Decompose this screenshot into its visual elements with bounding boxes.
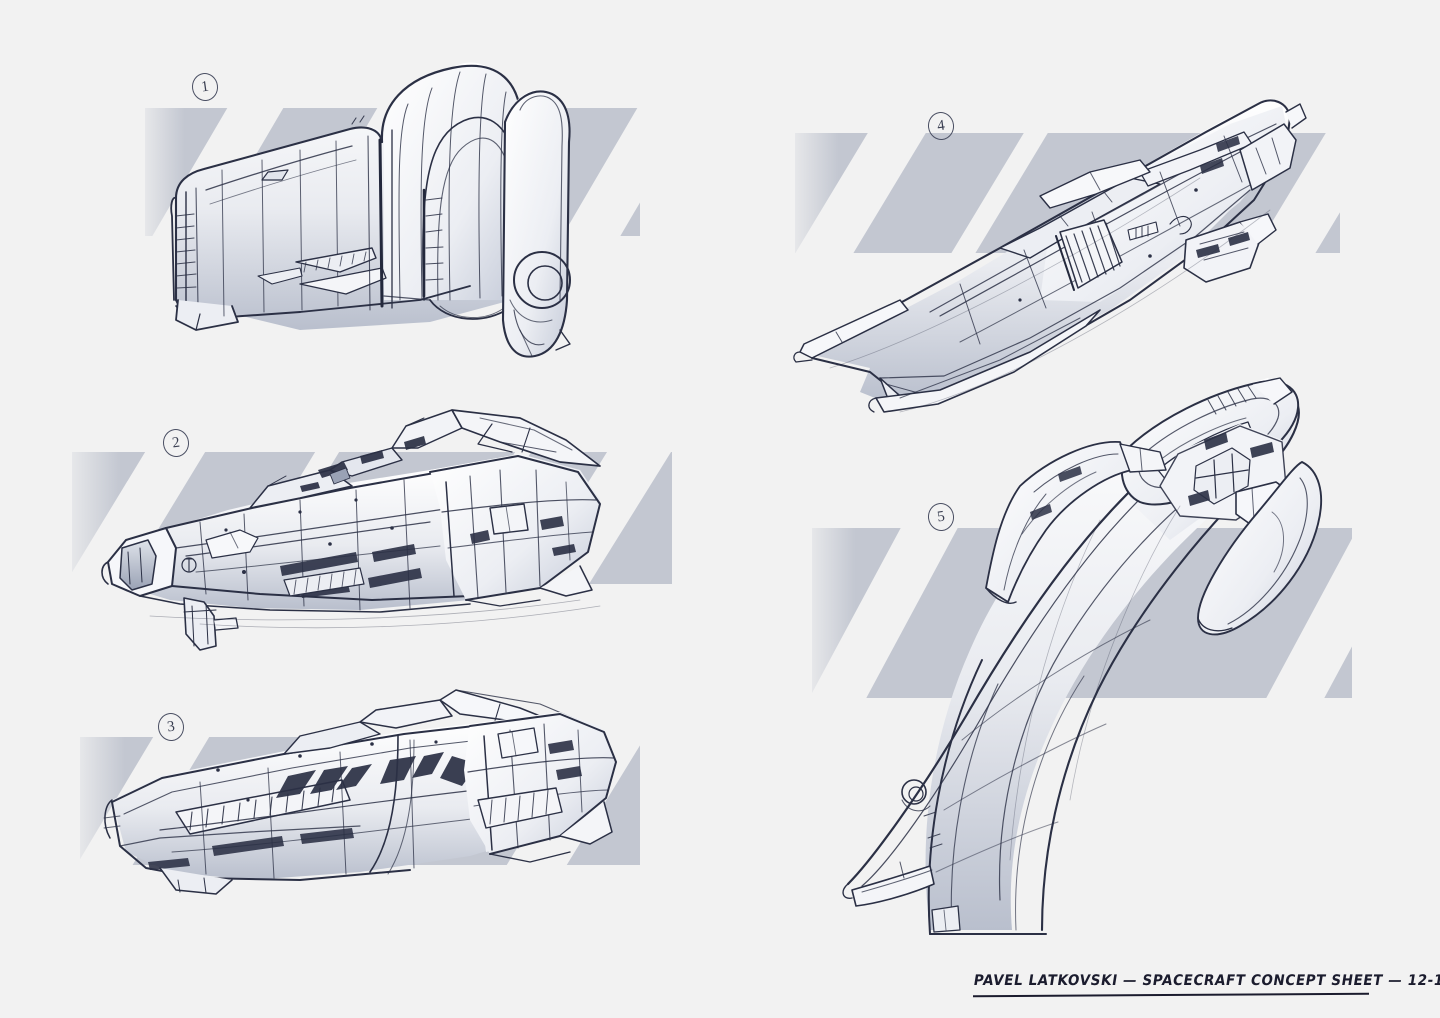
sketch-2-angular-strike-fighter: [101, 409, 601, 651]
signature-text: PAVEL LATKOVSKI — SPACECRAFT CONCEPT SHE…: [972, 972, 1440, 990]
signature-block: PAVEL LATKOVSKI — SPACECRAFT CONCEPT SHE…: [972, 972, 1440, 1006]
sketch-5-curved-swept-wing-craft: [842, 377, 1323, 935]
sketch-4-long-needle-interceptor: [793, 98, 1307, 413]
sketch-1-heavy-blunt-hull-craft: [170, 62, 571, 358]
sketch-3-delta-wing-bomber: [103, 689, 617, 895]
signature-underline: [972, 992, 1370, 998]
